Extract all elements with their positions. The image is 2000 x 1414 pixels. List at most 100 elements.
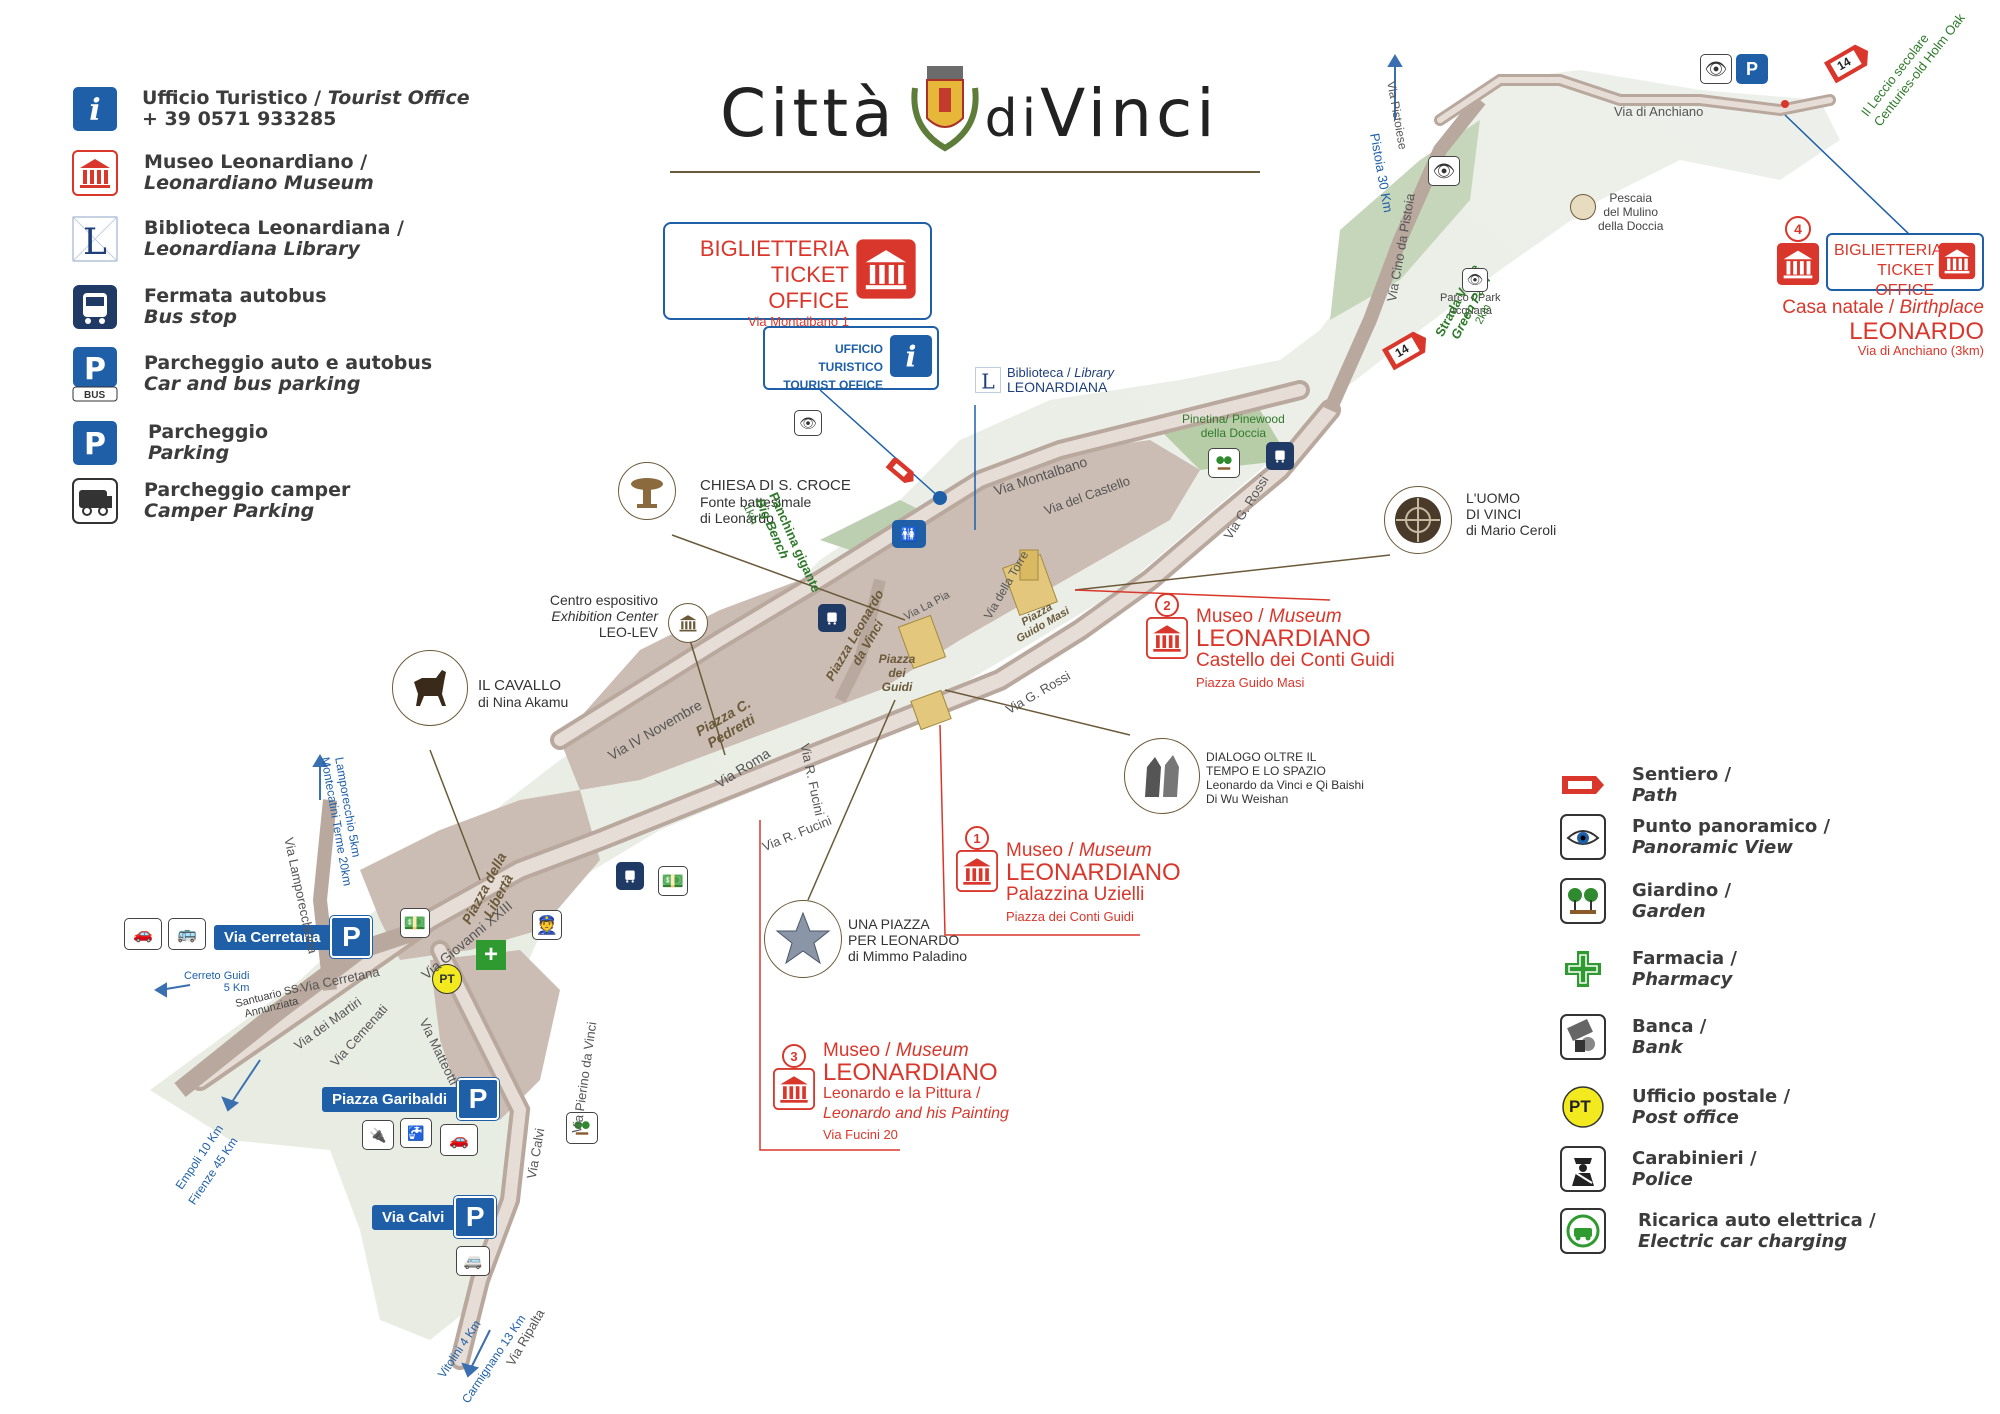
svg-text:P: P [84, 352, 106, 387]
horse-sculpture-icon [392, 650, 468, 726]
ticket-office-box[interactable]: BIGLIETTERIA TICKET OFFICE Via Montalban… [663, 222, 932, 329]
legend-item-museum: Museo Leonardiano /Leonardiano Museum [72, 150, 374, 196]
panoramic-eye-icon: 👁 [1700, 54, 1732, 84]
panoramic-eye-icon [1560, 814, 1606, 860]
path-marker-14-leccio: 14 [1821, 38, 1877, 86]
bus-icon: 🚌 [168, 918, 206, 950]
panoramic-eye-icon: 👁 [1428, 156, 1460, 186]
callout-museum1 [939, 724, 1140, 936]
ticket-office-dot [933, 491, 947, 505]
pt-badge: PT [1569, 1097, 1591, 1116]
police-icon [1560, 1146, 1606, 1192]
street-cino [1323, 95, 1486, 413]
bus-stop-icon [1266, 442, 1294, 470]
church-building [897, 614, 947, 670]
birthplace-ticket-box[interactable]: BIGLIETTERIA TICKET OFFICE [1826, 233, 1984, 299]
bank-icon: 💵 [658, 866, 688, 896]
legend-item-library: L Biblioteca Leonardiana /Leonardiana Li… [72, 216, 404, 262]
ticket-office-addr: Via Montalbano 1 [748, 314, 849, 329]
museum3-label[interactable]: Museo / Museum LEONARDIANO Leonardo e la… [823, 1040, 1009, 1142]
garden-icon [1560, 878, 1606, 924]
camper-icon: 🚐 [456, 1246, 490, 1276]
legend-item-bank: Banca /Bank [1560, 1014, 1706, 1060]
bus-parking-icon: P [72, 347, 118, 402]
bus-badge: BUS [84, 390, 106, 401]
street-main-inner [193, 403, 1337, 1087]
svg-text:L: L [981, 369, 995, 393]
museum-icon [956, 850, 998, 892]
svg-text:P: P [84, 427, 106, 462]
callout-dialogo [944, 689, 1131, 736]
path-icon [1381, 331, 1427, 371]
library-label[interactable]: L Biblioteca / Library LEONARDIANA [975, 365, 1114, 395]
coat-of-arms-icon [911, 66, 979, 152]
pharmacy-icon: + [476, 940, 506, 970]
legend-item-tourist-office: i Ufficio Turistico / Tourist Office+ 39… [72, 86, 470, 132]
tourist-office-l2: TOURIST OFFICE [783, 378, 883, 392]
bank-icon [1560, 1014, 1606, 1060]
library-icon: L [975, 367, 1001, 393]
post-office-icon [1562, 1086, 1604, 1128]
svg-text:i: i [89, 93, 100, 128]
museum-number-2: 2 [1155, 593, 1179, 617]
star-sculpture-icon [764, 900, 842, 978]
bank-icon: 💵 [400, 908, 430, 938]
post-office-icon: PT [432, 964, 462, 994]
birthplace-label: Casa natale / Birthplace LEONARDO Via di… [1782, 297, 1984, 358]
ev-charging-icon [1560, 1208, 1606, 1254]
library-icon: L [72, 216, 118, 262]
path-icon [1562, 776, 1604, 794]
svg-text:L: L [83, 222, 107, 262]
museum2-icon-group: 2 [1146, 593, 1188, 659]
path-marker-14: 14 [1379, 325, 1435, 373]
museum-icon [1776, 242, 1820, 286]
museum-icon [856, 239, 916, 299]
castle-tower [1019, 549, 1039, 581]
svg-text:i: i [906, 340, 917, 374]
square-piazza-dei-guidi: Piazza dei Guidi [878, 652, 916, 694]
garden-icon [1208, 448, 1240, 478]
ticket-office-l2: TICKET OFFICE [768, 262, 849, 313]
legend-item-ev-charging: Ricarica auto elettrica /Electric car ch… [1560, 1208, 1876, 1254]
legend-item-panoramic: Punto panoramico /Panoramic View [1560, 814, 1830, 860]
tourist-office-l1: UFFICIO TURISTICO [818, 342, 883, 374]
tourist-office-box[interactable]: UFFICIO TURISTICO TOURIST OFFICE i [763, 326, 939, 392]
museum2-label[interactable]: Museo / Museum LEONARDIANO Castello dei … [1196, 606, 1395, 690]
museum3-icon-group: 3 [773, 1044, 815, 1110]
garden-icon [566, 1112, 598, 1144]
arrow-empoli [229, 1059, 261, 1106]
museum1-icon-group: 1 [956, 826, 998, 892]
street-fucini [834, 578, 886, 703]
museum1-label[interactable]: Museo / Museum LEONARDIANO Palazzina Uzi… [1006, 840, 1181, 924]
museum-number-3: 3 [782, 1044, 806, 1068]
dialogo-sculpture-icon [1124, 738, 1200, 814]
callout-centro [689, 639, 726, 756]
tourist-info-icon: i [889, 334, 933, 378]
birthplace-museum-icon-group: 4 [1776, 216, 1820, 286]
bus-stop-icon [73, 285, 117, 329]
tourist-info-icon: i [73, 87, 117, 131]
callout-chiesa [671, 534, 906, 621]
street-cerretana [174, 921, 423, 1098]
callout-piazza [807, 699, 896, 901]
birthplace-dot [1781, 100, 1789, 108]
